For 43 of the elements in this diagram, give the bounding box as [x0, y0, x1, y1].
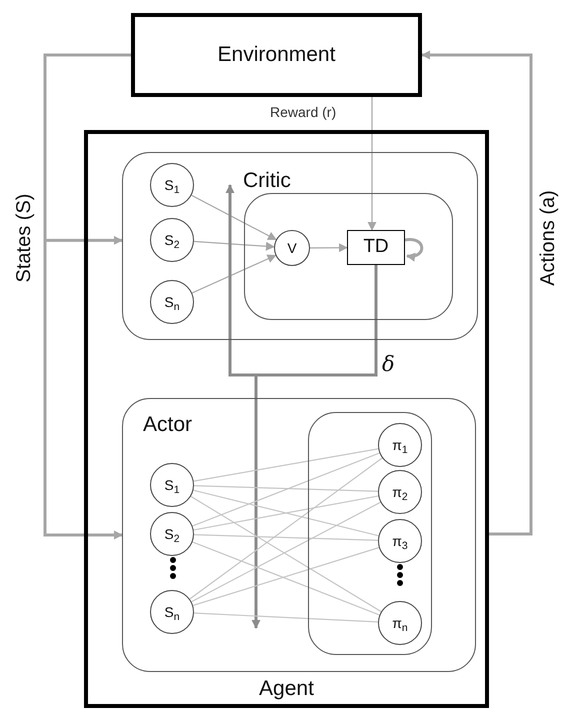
node-label: π$_{3}$: [392, 534, 408, 548]
connection-line: [192, 541, 380, 616]
node-label: TD: [362, 235, 390, 260]
connection-line: [192, 452, 380, 527]
connection-line: [192, 547, 380, 606]
connection-line: [194, 485, 378, 492]
arrow: [252, 265, 378, 629]
critic-panel: [122, 152, 478, 340]
arrow: [194, 240, 275, 251]
node-label: S$_{n}$: [164, 295, 180, 309]
connection-line: [194, 495, 378, 531]
node-label: π$_{n}$: [392, 616, 408, 630]
actor-panel: [122, 398, 476, 672]
connection-line: [194, 612, 378, 622]
node-label: π$_{2}$: [392, 485, 408, 499]
arrow: [310, 243, 348, 252]
connection-line: [193, 490, 379, 536]
agent-box: [84, 130, 489, 708]
arrow: [44, 54, 131, 540]
node-label: S$_{1}$: [164, 178, 180, 192]
arrow: [421, 50, 532, 536]
node-label: S$_{1}$: [164, 478, 180, 492]
node-label: π$_{1}$: [392, 438, 408, 452]
td-box: [347, 230, 405, 265]
node-label: S$_{n}$: [164, 605, 180, 619]
node-label: Critic: [243, 168, 291, 194]
edge-label: Reward (r): [270, 105, 336, 119]
node-label: V: [287, 241, 297, 255]
critic-inner-box: [244, 193, 453, 320]
environment-box: [131, 13, 422, 97]
arrow: [192, 254, 276, 294]
node-label: Environment: [216, 42, 336, 68]
connection-line: [194, 534, 378, 541]
connection-line: [194, 448, 378, 482]
connection-line: [189, 458, 383, 600]
policy-group-box: [308, 412, 432, 655]
arrow: [368, 97, 376, 231]
arrow: [404, 238, 424, 261]
node-label: S$_{2}$: [164, 527, 180, 541]
node-label: Agent: [258, 676, 315, 702]
arrow: [191, 194, 277, 240]
node-label: S$_{2}$: [164, 233, 180, 247]
node-label: Actor: [143, 412, 192, 438]
